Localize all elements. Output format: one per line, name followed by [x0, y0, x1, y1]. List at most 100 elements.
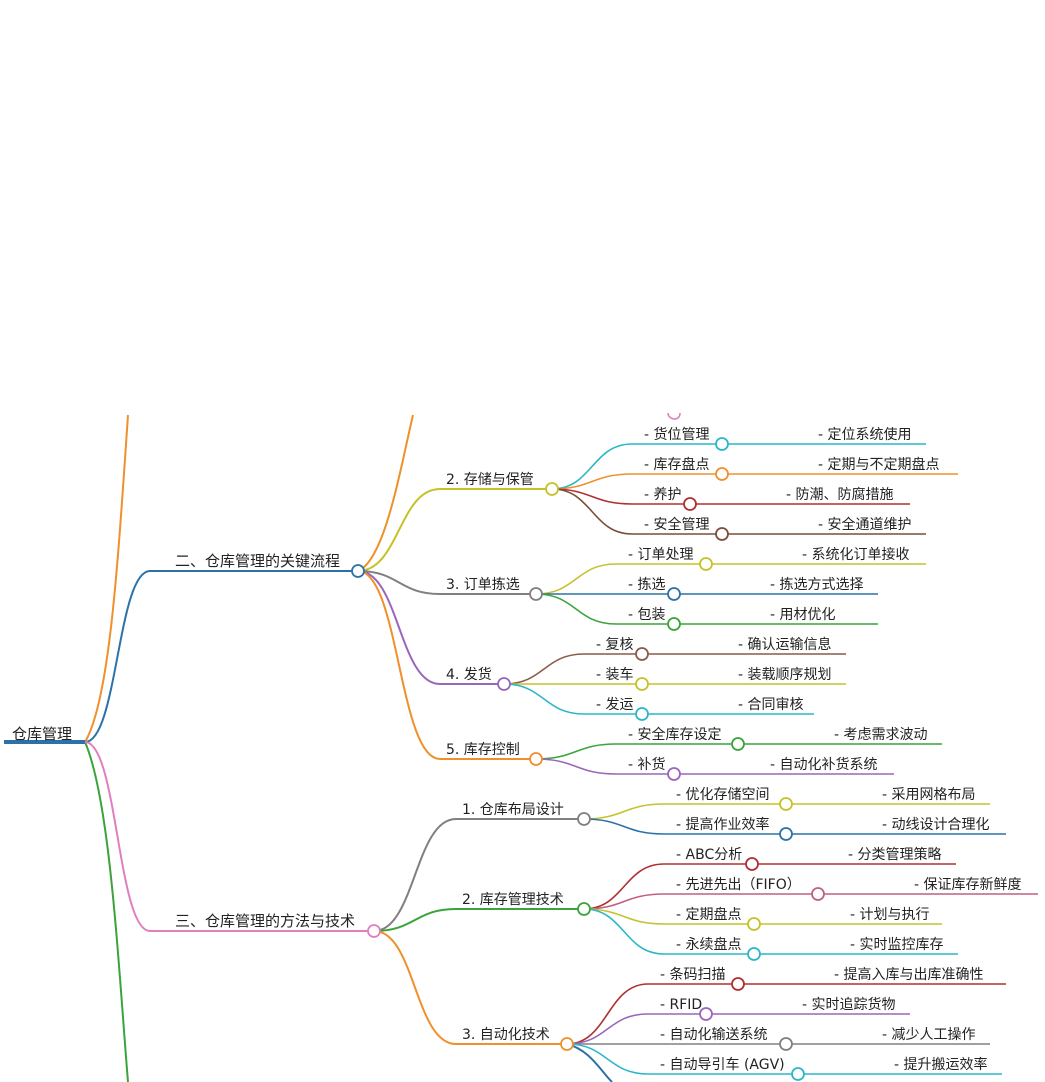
connector-lines: [4, 412, 1038, 1082]
branch-node-methods[interactable]: [367, 924, 381, 938]
subbranch-node-automation[interactable]: [560, 1037, 574, 1051]
subbranch-line-inventory: [357, 570, 441, 760]
subbranch-title-picking: 3. 订单拣选: [446, 577, 520, 593]
item-node-storage-2[interactable]: [683, 497, 697, 511]
detail-label-storage-3: - 安全通道维护: [818, 516, 912, 533]
subbranch-line-storage: [357, 488, 441, 572]
partial-node-offscreen: [667, 412, 681, 420]
detail-label-picking-2: - 用材优化: [770, 607, 836, 623]
item-node-tech-0[interactable]: [745, 857, 759, 871]
item-line-shipping-0: [503, 653, 585, 685]
branch-line-methods: [84, 741, 151, 932]
detail-label-automation-1: - 实时追踪货物: [802, 996, 896, 1013]
item-node-tech-3[interactable]: [747, 947, 761, 961]
branch-line-offscreen-2: [84, 741, 129, 1082]
item-node-shipping-0[interactable]: [635, 647, 649, 661]
detail-label-shipping-1: - 装载顺序规划: [738, 667, 832, 683]
item-line-picking-2: [535, 593, 617, 625]
item-node-layout-0[interactable]: [779, 797, 793, 811]
item-line-storage-1: [551, 473, 633, 490]
detail-label-shipping-2: - 合同审核: [738, 697, 804, 713]
item-line-shipping-2: [503, 683, 585, 715]
branch-line-offscreen-1: [84, 414, 129, 743]
item-line-tech-3: [583, 908, 665, 955]
branch-title-process: 二、仓库管理的关键流程: [175, 552, 340, 570]
item-label-picking-0: - 订单处理: [628, 547, 694, 563]
item-node-layout-1[interactable]: [779, 827, 793, 841]
branch-title-methods: 三、仓库管理的方法与技术: [175, 912, 355, 930]
detail-label-storage-2: - 防潮、防腐措施: [786, 486, 894, 503]
item-node-automation-0[interactable]: [731, 977, 745, 991]
item-label-storage-0: - 货位管理: [644, 426, 710, 443]
detail-label-picking-1: - 拣选方式选择: [770, 577, 864, 593]
detail-label-tech-1: - 保证库存新鲜度: [914, 877, 1022, 893]
item-line-tech-0: [583, 863, 665, 910]
item-node-storage-3[interactable]: [715, 527, 729, 541]
subbranch-line-picking: [357, 570, 441, 595]
item-node-shipping-1[interactable]: [635, 677, 649, 691]
item-line-automation-1: [566, 1013, 649, 1045]
item-label-layout-0: - 优化存储空间: [676, 787, 770, 803]
subbranch-node-layout[interactable]: [577, 812, 591, 826]
subbranch-line-automation: [373, 930, 457, 1045]
item-label-tech-0: - ABC分析: [676, 847, 742, 863]
item-label-shipping-1: - 装车: [596, 666, 634, 683]
item-label-inventory-1: - 补货: [628, 756, 666, 773]
subbranch-node-tech[interactable]: [577, 902, 591, 916]
subbranch-line-tech: [373, 908, 457, 932]
item-node-automation-1[interactable]: [699, 1007, 713, 1021]
item-node-shipping-2[interactable]: [635, 707, 649, 721]
subbranch-title-automation: 3. 自动化技术: [462, 1027, 550, 1043]
item-node-inventory-0[interactable]: [731, 737, 745, 751]
item-node-tech-2[interactable]: [747, 917, 761, 931]
subbranch-line-offscreen: [357, 414, 414, 572]
subbranch-title-inventory: 5. 库存控制: [446, 742, 520, 758]
branch-node-process[interactable]: [351, 564, 365, 578]
item-label-automation-0: - 条码扫描: [660, 966, 726, 983]
item-line-storage-0: [551, 443, 633, 490]
detail-label-automation-3: - 提升搬运效率: [894, 1056, 988, 1073]
item-label-storage-2: - 养护: [644, 487, 682, 503]
subbranch-node-storage[interactable]: [545, 482, 559, 496]
item-node-automation-2[interactable]: [779, 1037, 793, 1051]
subbranch-node-inventory[interactable]: [529, 752, 543, 766]
item-line-tech-2: [583, 908, 665, 925]
item-label-picking-2: - 包装: [628, 607, 666, 623]
detail-label-automation-2: - 减少人工操作: [882, 1027, 976, 1043]
item-line-picking-0: [535, 563, 617, 595]
item-label-tech-1: - 先进先出（FIFO）: [676, 877, 801, 893]
subbranch-node-picking[interactable]: [529, 587, 543, 601]
detail-label-tech-3: - 实时监控库存: [850, 937, 944, 953]
item-line-storage-3: [551, 488, 633, 535]
detail-label-inventory-1: - 自动化补货系统: [770, 756, 878, 773]
item-label-inventory-0: - 安全库存设定: [628, 726, 722, 743]
item-node-inventory-1[interactable]: [667, 767, 681, 781]
detail-label-automation-0: - 提高入库与出库准确性: [834, 966, 984, 983]
item-label-picking-1: - 拣选: [628, 577, 666, 593]
item-node-picking-1[interactable]: [667, 587, 681, 601]
detail-label-layout-0: - 采用网格布局: [882, 787, 976, 803]
detail-label-storage-0: - 定位系统使用: [818, 426, 912, 443]
item-label-automation-2: - 自动化输送系统: [660, 1027, 768, 1043]
subbranch-title-shipping: 4. 发货: [446, 666, 492, 683]
item-label-automation-3: - 自动导引车 (AGV): [660, 1056, 785, 1073]
item-node-tech-1[interactable]: [811, 887, 825, 901]
subbranch-node-shipping[interactable]: [497, 677, 511, 691]
subbranch-title-tech: 2. 库存管理技术: [462, 892, 564, 908]
subbranch-line-shipping: [357, 570, 441, 685]
item-label-automation-1: - RFID: [660, 997, 702, 1013]
branch-line-process: [84, 570, 151, 743]
detail-label-picking-0: - 系统化订单接收: [802, 546, 910, 563]
item-line-layout-1: [583, 818, 665, 835]
item-node-storage-1[interactable]: [715, 467, 729, 481]
detail-label-layout-1: - 动线设计合理化: [882, 817, 990, 833]
item-line-inventory-1: [535, 758, 617, 775]
item-label-tech-3: - 永续盘点: [676, 936, 742, 953]
item-node-picking-0[interactable]: [699, 557, 713, 571]
item-node-automation-3[interactable]: [791, 1067, 805, 1081]
item-node-storage-0[interactable]: [715, 437, 729, 451]
item-node-picking-2[interactable]: [667, 617, 681, 631]
item-label-storage-1: - 库存盘点: [644, 456, 710, 473]
item-label-tech-2: - 定期盘点: [676, 906, 742, 923]
